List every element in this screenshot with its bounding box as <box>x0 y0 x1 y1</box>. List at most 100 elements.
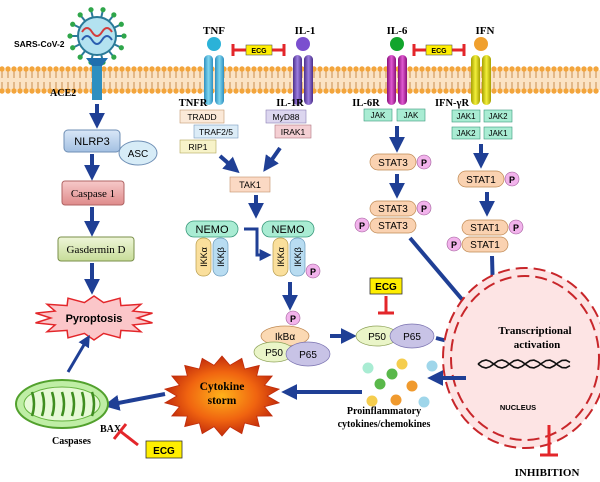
dna-strand <box>477 359 571 369</box>
ifn-label: IFN <box>476 25 495 37</box>
p-stat3-a <box>416 154 432 170</box>
caspase1-label: Caspase 1 <box>71 188 115 200</box>
irak1-box <box>274 124 312 139</box>
ifngr-label: IFN-γR <box>435 98 469 109</box>
ifngr-receptor <box>471 55 491 105</box>
tnfr-label: TNFR <box>179 98 208 109</box>
stat1-single-label: STAT1 <box>466 175 496 186</box>
tak1-box <box>229 176 271 193</box>
gasdermin-label: Gasdermin D <box>67 244 126 256</box>
traf-label: TRAF2/5 <box>199 127 233 137</box>
gasdermin-box <box>57 236 135 262</box>
jak2-box-1 <box>483 109 513 123</box>
p-ikba-label: P <box>290 314 296 324</box>
stat3-dimer-bottom-label: STAT3 <box>378 221 408 232</box>
irak1-label: IRAK1 <box>281 127 306 137</box>
p-stat1-b-label: P <box>513 223 519 233</box>
ecg-inhibit-il6-ifn <box>412 44 466 56</box>
cytokine-dot <box>386 368 398 380</box>
stat1-dimer-top <box>461 219 509 236</box>
ikka-right <box>272 237 289 277</box>
il1-label: IL-1 <box>295 25 316 37</box>
ifn-ligand <box>474 37 488 51</box>
sars-cov-2-virus <box>67 7 127 65</box>
mitochondrion <box>15 379 109 429</box>
stat3-dimer-top <box>369 200 417 217</box>
inhibition-legend-label: INHIBITION <box>515 467 580 479</box>
ecg-label-top2: ECG <box>431 48 447 55</box>
tnf-label: TNF <box>203 25 225 37</box>
p50-right-label: P50 <box>368 332 386 343</box>
jak-label-2: JAK <box>404 111 419 120</box>
tnfr-receptor <box>204 55 224 105</box>
jak2-label-2: JAK2 <box>456 129 476 138</box>
p65-right-label: P65 <box>403 332 421 343</box>
jak-label-1: JAK <box>371 111 386 120</box>
nemo-left-label: NEMO <box>196 224 229 236</box>
tradd-box <box>179 109 225 124</box>
p-ikk <box>305 263 321 279</box>
tak1-label: TAK1 <box>239 180 261 190</box>
ecg-label-middle: ECG <box>375 282 397 293</box>
p65-left <box>285 341 331 367</box>
cytokine-storm-line2: storm <box>208 395 237 407</box>
cytokine-dot <box>390 394 402 406</box>
p-stat3-b-label: P <box>421 204 427 214</box>
il6-label: IL-6 <box>387 25 408 37</box>
asc-ellipse <box>118 140 158 166</box>
cytokine-storm-line1: Cytokine <box>200 381 245 393</box>
nemo-right-label: NEMO <box>272 224 305 236</box>
jak1-label-1: JAK1 <box>456 112 476 121</box>
nucleus-label: NUCLEUS <box>500 403 536 412</box>
stat3-single-label: STAT3 <box>378 158 408 169</box>
proinflammatory-line1: Proinflammatory <box>347 406 421 417</box>
stat3-dimer-top-label: STAT3 <box>378 204 408 215</box>
rip1-label: RIP1 <box>189 142 208 152</box>
ikka-left <box>195 237 212 277</box>
p65-right <box>389 323 435 349</box>
stat1-single <box>457 170 505 188</box>
stat1-dimer-top-label: STAT1 <box>470 223 500 234</box>
ace2-label: ACE2 <box>50 88 76 99</box>
il1r-label: IL-1R <box>276 98 304 109</box>
p50-left-label: P50 <box>265 348 283 359</box>
nlrp3-label: NLRP3 <box>74 136 109 148</box>
jak1-box-2 <box>483 126 513 140</box>
bax-label: BAX <box>100 424 122 435</box>
p-stat3-c <box>354 217 370 233</box>
p65-left-label: P65 <box>299 350 317 361</box>
il1-ligand <box>296 37 310 51</box>
jak2-label-1: JAK2 <box>488 112 508 121</box>
p-stat1-c-label: P <box>451 240 457 250</box>
stat3-single <box>369 153 417 171</box>
cytokine-dot <box>362 362 374 374</box>
ikkb-left-label: IKKβ <box>216 247 226 267</box>
ace2-receptor <box>86 58 108 100</box>
myd88-label: MyD88 <box>273 112 300 122</box>
nucleus-transcriptional: Transcriptional <box>498 325 571 337</box>
nucleus <box>442 267 600 449</box>
ikka-left-label: IKKα <box>199 247 209 267</box>
pyroptosis-burst <box>35 295 153 341</box>
traf-box <box>193 124 239 139</box>
ikkb-right-label: IKKβ <box>293 247 303 267</box>
stat1-dimer-bottom-label: STAT1 <box>470 240 500 251</box>
p-stat1-c <box>446 236 462 252</box>
asc-label: ASC <box>128 149 149 160</box>
jak1-label-2: JAK1 <box>488 129 508 138</box>
cytokine-dots <box>362 358 438 408</box>
cytokine-dot <box>418 396 430 408</box>
tnf-ligand <box>207 37 221 51</box>
p-stat3-c-label: P <box>359 221 365 231</box>
ecg-label-mito: ECG <box>153 446 175 457</box>
nlrp3-box <box>63 129 121 153</box>
ikba-label: IkBα <box>275 332 295 343</box>
cytokine-dot <box>396 358 408 370</box>
rip1-box <box>179 139 217 154</box>
ikkb-right <box>289 237 306 277</box>
il6r-receptor <box>387 55 407 105</box>
stat1-dimer-bottom <box>461 236 509 253</box>
pyroptosis-label: Pyroptosis <box>66 313 123 325</box>
cell-membrane <box>0 66 600 94</box>
